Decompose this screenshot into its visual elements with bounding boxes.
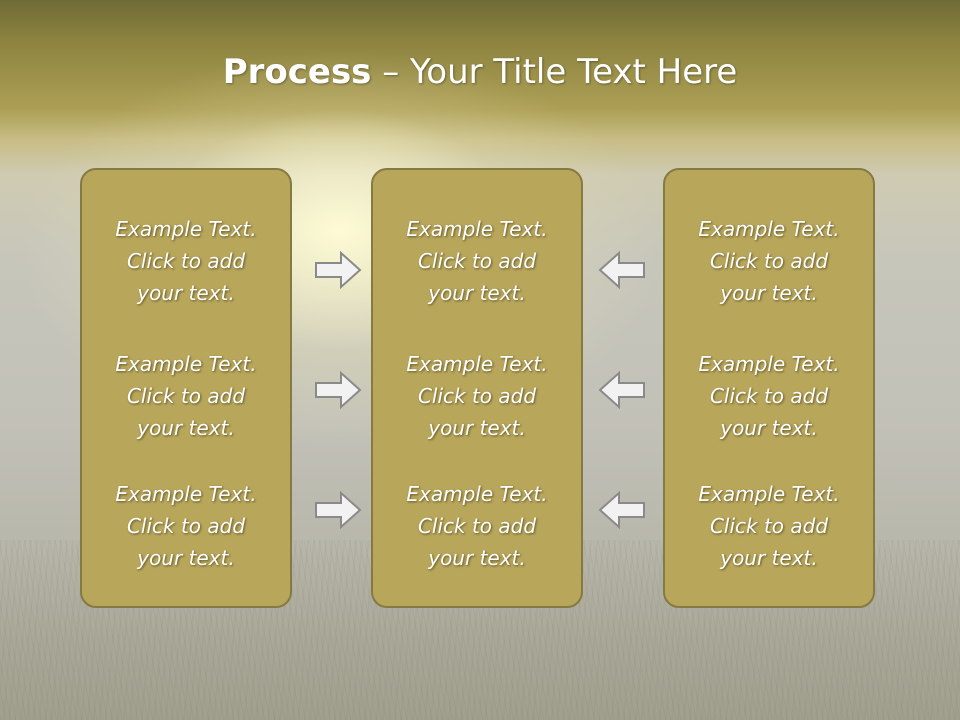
text-line: your text. (720, 281, 818, 305)
title-rest: – Your Title Text Here (371, 52, 738, 92)
text-line: your text. (137, 281, 235, 305)
process-box-left[interactable]: Example Text. Click to add your text. Ex… (80, 168, 292, 608)
text-block[interactable]: Example Text. Click to add your text. (82, 478, 290, 574)
text-line: your text. (428, 546, 526, 570)
text-line: your text. (137, 416, 235, 440)
text-line: Click to add (709, 514, 829, 538)
text-line: Click to add (417, 249, 537, 273)
text-line: your text. (428, 416, 526, 440)
text-line: Click to add (126, 514, 246, 538)
slide-title[interactable]: Process – Your Title Text Here (0, 52, 960, 92)
text-line: Example Text. (698, 482, 840, 506)
arrow-left-icon (598, 370, 645, 410)
text-line: Example Text. (115, 482, 257, 506)
arrow-left-icon (598, 490, 645, 530)
text-line: Click to add (126, 249, 246, 273)
text-line: Example Text. (406, 352, 548, 376)
text-line: Example Text. (115, 352, 257, 376)
process-box-right[interactable]: Example Text. Click to add your text. Ex… (663, 168, 875, 608)
text-line: Click to add (709, 249, 829, 273)
text-line: Example Text. (698, 217, 840, 241)
text-line: Example Text. (698, 352, 840, 376)
text-line: your text. (720, 546, 818, 570)
text-line: Click to add (417, 384, 537, 408)
arrow-left-icon (598, 250, 645, 290)
title-bold: Process (222, 52, 372, 92)
text-block[interactable]: Example Text. Click to add your text. (82, 348, 290, 444)
text-block[interactable]: Example Text. Click to add your text. (373, 213, 581, 309)
text-line: Click to add (126, 384, 246, 408)
text-block[interactable]: Example Text. Click to add your text. (373, 478, 581, 574)
text-line: Example Text. (115, 217, 257, 241)
text-block[interactable]: Example Text. Click to add your text. (82, 213, 290, 309)
arrow-right-icon (315, 490, 362, 530)
text-line: your text. (428, 281, 526, 305)
text-line: Click to add (417, 514, 537, 538)
text-line: Click to add (709, 384, 829, 408)
text-line: your text. (720, 416, 818, 440)
text-line: Example Text. (406, 217, 548, 241)
text-block[interactable]: Example Text. Click to add your text. (373, 348, 581, 444)
process-box-center[interactable]: Example Text. Click to add your text. Ex… (371, 168, 583, 608)
arrow-right-icon (315, 250, 362, 290)
text-line: Example Text. (406, 482, 548, 506)
text-block[interactable]: Example Text. Click to add your text. (665, 348, 873, 444)
text-line: your text. (137, 546, 235, 570)
text-block[interactable]: Example Text. Click to add your text. (665, 478, 873, 574)
arrow-right-icon (315, 370, 362, 410)
text-block[interactable]: Example Text. Click to add your text. (665, 213, 873, 309)
